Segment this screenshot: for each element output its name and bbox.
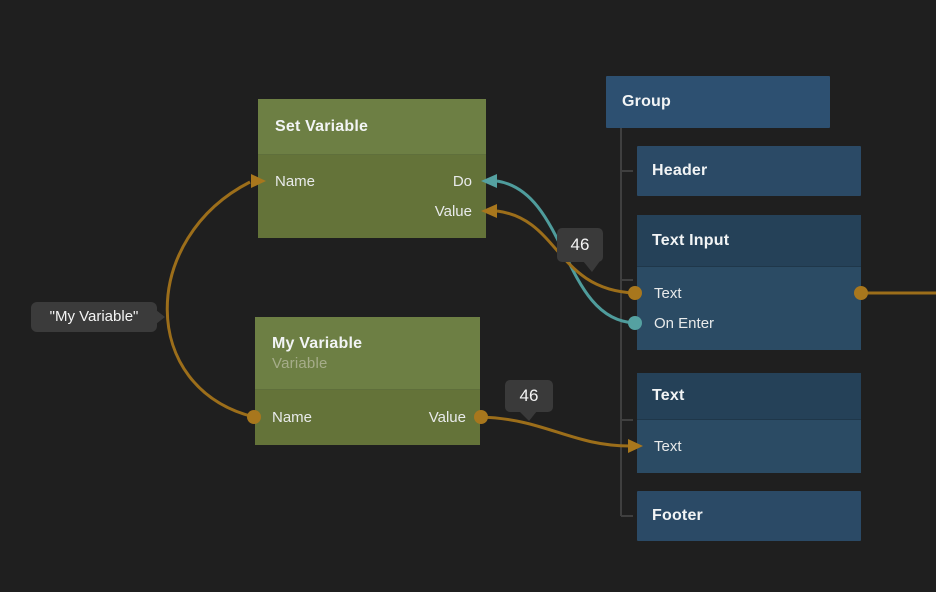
- wire-value-text[interactable]: [480, 415, 631, 448]
- node-subtitle: Variable: [272, 354, 328, 372]
- port-row: On Enter: [637, 308, 861, 338]
- port-label-on-enter: On Enter: [654, 314, 715, 332]
- node-title: Header: [652, 162, 708, 179]
- node-my-variable-header[interactable]: My Variable Variable: [255, 317, 480, 390]
- tooltip-tail: [156, 310, 165, 324]
- node-title: Text Input: [652, 231, 730, 249]
- node-title: Group: [622, 93, 671, 110]
- node-set-variable[interactable]: Set Variable Name Do Value: [258, 99, 486, 238]
- node-my-variable[interactable]: My Variable Variable Name Value: [255, 317, 480, 445]
- node-footer-header[interactable]: Footer: [637, 491, 861, 541]
- node-text-input-body: Text On Enter: [637, 267, 861, 350]
- node-title: Footer: [652, 507, 703, 524]
- node-text-input-header[interactable]: Text Input: [637, 215, 861, 267]
- wire-value-text: "My Variable": [49, 308, 139, 325]
- wire-length-badge: 46: [557, 228, 603, 272]
- group-tree-line: [620, 128, 633, 517]
- badge-value: 46: [519, 386, 539, 405]
- port-row: Text: [637, 278, 861, 308]
- port-row: Text: [637, 431, 861, 461]
- node-group[interactable]: Group: [606, 76, 830, 128]
- wire-length-badge: 46: [505, 380, 553, 421]
- node-set-variable-header[interactable]: Set Variable: [258, 99, 486, 155]
- port-row: Name Do: [258, 166, 486, 196]
- port-label-text: Text: [654, 284, 682, 302]
- port-label-text: Text: [654, 437, 682, 455]
- badge-tail: [519, 411, 537, 421]
- node-my-variable-body: Name Value: [255, 390, 480, 445]
- node-footer[interactable]: Footer: [637, 491, 861, 541]
- port-label-value: Value: [428, 408, 466, 426]
- node-text-input[interactable]: Text Input Text On Enter: [637, 215, 861, 350]
- node-header-header[interactable]: Header: [637, 146, 861, 196]
- node-title: Set Variable: [275, 117, 369, 135]
- wire-value-tooltip: "My Variable": [31, 302, 165, 332]
- node-title: My Variable: [272, 334, 363, 352]
- node-group-header[interactable]: Group: [606, 76, 830, 128]
- node-text-header[interactable]: Text: [637, 373, 861, 420]
- port-label-do: Do: [452, 172, 472, 190]
- wire-variable-name[interactable]: [165, 180, 255, 419]
- port-row: Name Value: [255, 402, 480, 432]
- port-label-name: Name: [275, 172, 316, 190]
- badge-tail: [583, 261, 600, 272]
- node-text[interactable]: Text Text: [637, 373, 861, 473]
- port-row: Value: [258, 196, 486, 226]
- node-title: Text: [652, 387, 685, 404]
- node-header[interactable]: Header: [637, 146, 861, 196]
- badge-value: 46: [570, 235, 590, 254]
- port-label-name: Name: [272, 408, 313, 426]
- node-text-body: Text: [637, 420, 861, 473]
- node-set-variable-body: Name Do Value: [258, 155, 486, 238]
- port-label-value: Value: [434, 202, 472, 220]
